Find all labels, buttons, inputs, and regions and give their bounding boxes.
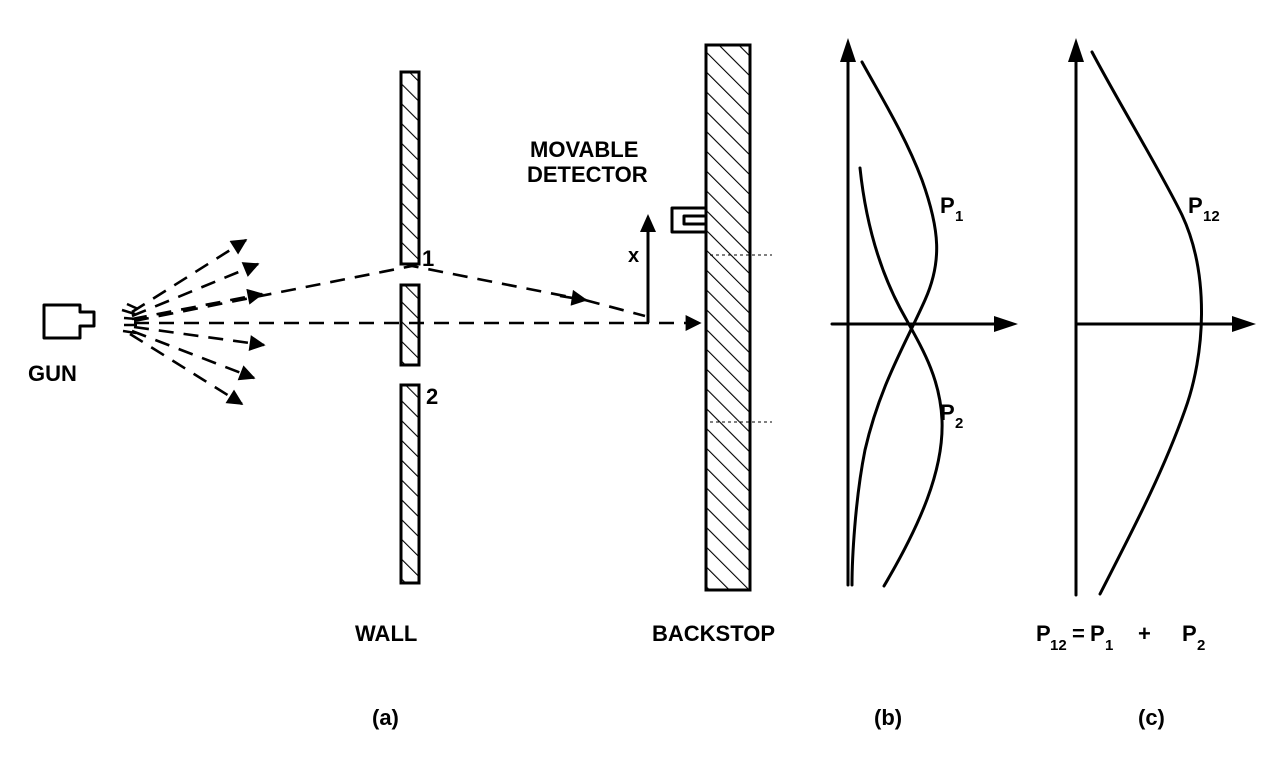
sum-equation: P 12 = P 1 + P 2	[1036, 621, 1205, 654]
electron-gun	[42, 302, 139, 340]
detector-label-line1: MOVABLE	[530, 137, 638, 162]
equation-lhs-main: P	[1036, 621, 1051, 646]
panel-b-vertical-axis-arrow	[840, 38, 856, 62]
panel-c-vertical-axis-arrow	[1068, 38, 1084, 62]
panel-b-horizontal-axis-arrow	[994, 316, 1018, 332]
backstop	[704, 43, 772, 592]
p12-label-main: P	[1188, 193, 1203, 218]
slit-1-label: 1	[422, 246, 434, 271]
x-position-arrow	[640, 214, 656, 324]
equation-term1-sub: 1	[1105, 637, 1113, 654]
equation-term2-sub: 2	[1197, 637, 1205, 654]
panel-c-label: (c)	[1138, 705, 1165, 730]
equation-term1-main: P	[1090, 621, 1105, 646]
p2-curve	[858, 166, 944, 588]
wall-label: WALL	[355, 621, 417, 646]
equation-lhs-sub: 12	[1050, 637, 1067, 654]
p1-curve	[850, 60, 939, 587]
slit-2-label: 2	[426, 384, 438, 409]
wall	[399, 70, 421, 585]
panel-b: P 1 P 2 (b)	[830, 38, 1018, 730]
movable-detector	[670, 206, 708, 234]
p1-label-sub: 1	[955, 208, 963, 225]
p1-label-main: P	[940, 193, 955, 218]
panel-a: GUN 1 2 WALL	[28, 43, 775, 730]
panel-b-label: (b)	[874, 705, 902, 730]
gun-label: GUN	[28, 361, 77, 386]
backstop-label: BACKSTOP	[652, 621, 775, 646]
x-axis-label: x	[628, 245, 639, 267]
p2-label-sub: 2	[955, 415, 963, 432]
panel-c: P 12 P 12 = P 1 + P 2 (c)	[1036, 38, 1256, 730]
p12-label-sub: 12	[1203, 208, 1220, 225]
p2-label-main: P	[940, 400, 955, 425]
panel-a-label: (a)	[372, 705, 399, 730]
panel-c-horizontal-axis-arrow	[1232, 316, 1256, 332]
equation-term2-main: P	[1182, 621, 1197, 646]
p12-curve	[1090, 50, 1203, 596]
equation-equals: =	[1072, 621, 1085, 646]
detector-label-line2: DETECTOR	[527, 162, 648, 187]
equation-plus: +	[1138, 621, 1151, 646]
